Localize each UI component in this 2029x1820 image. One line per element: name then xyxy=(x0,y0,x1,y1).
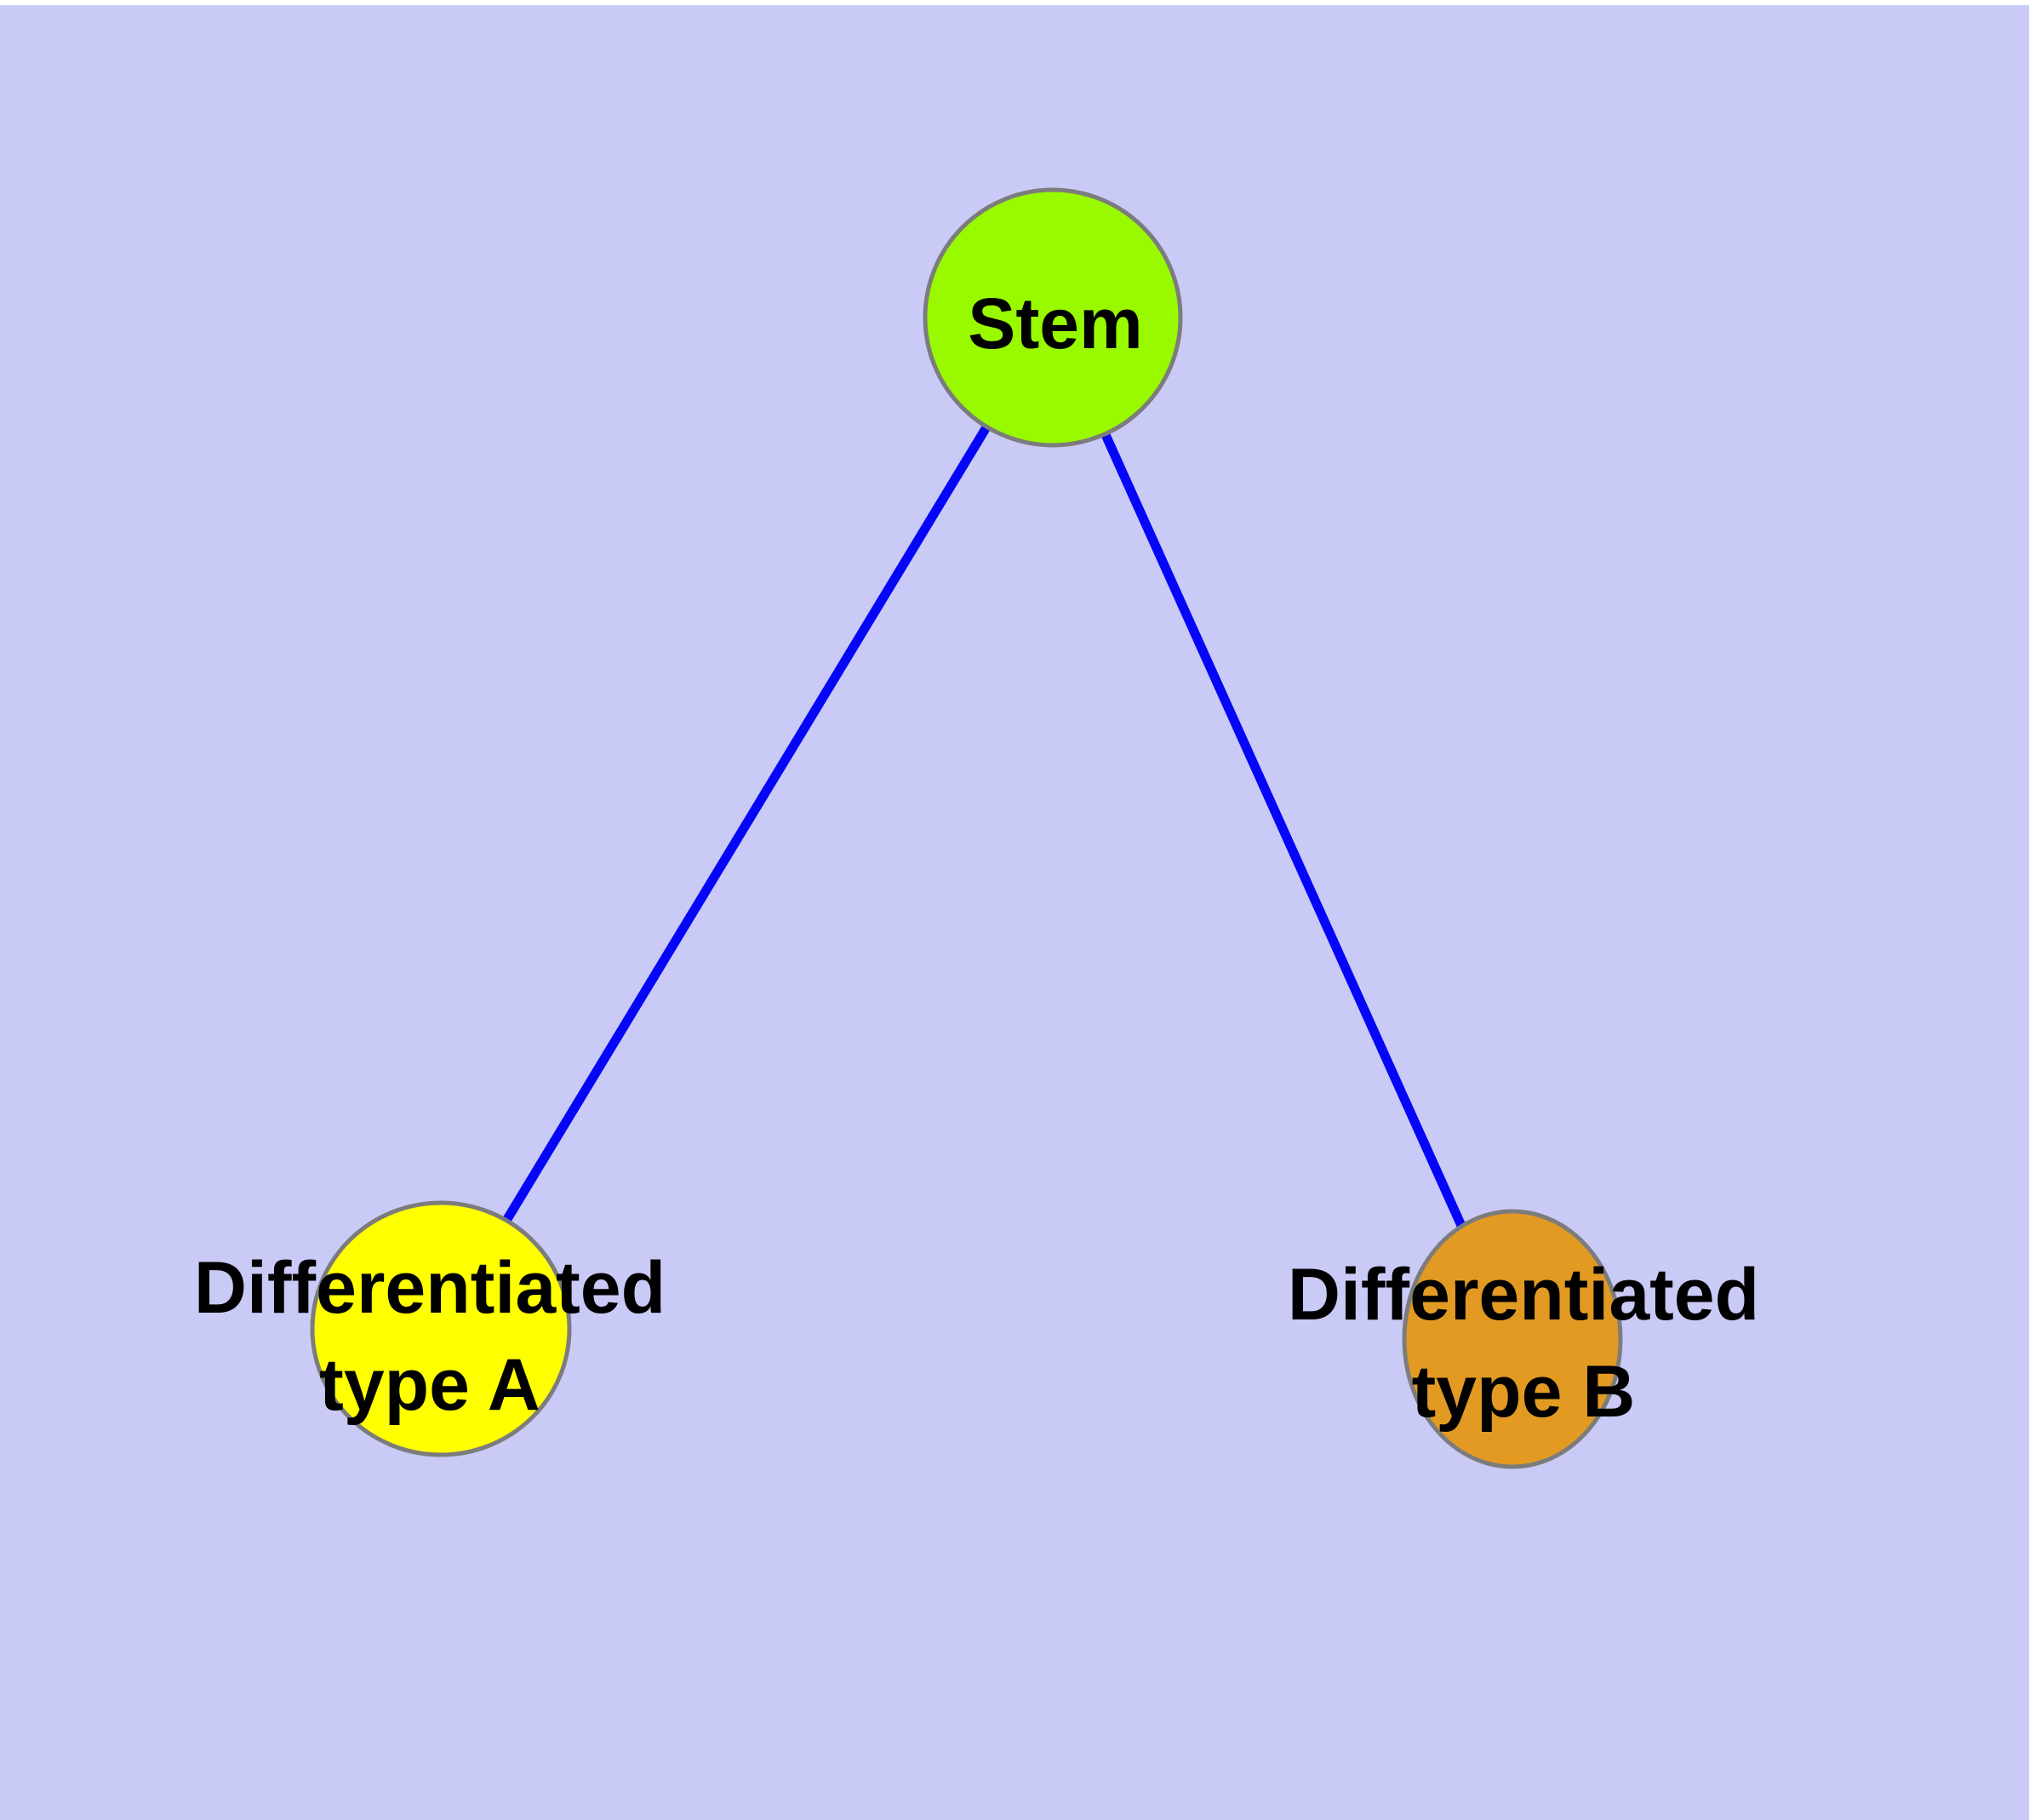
edge-stem-to-type-b xyxy=(1048,315,1517,1342)
node-stem-circle xyxy=(923,187,1183,448)
node-type-a-circle xyxy=(310,1200,572,1457)
edge-stem-to-type-a xyxy=(437,315,1057,1331)
node-type-b-circle xyxy=(1402,1209,1623,1469)
